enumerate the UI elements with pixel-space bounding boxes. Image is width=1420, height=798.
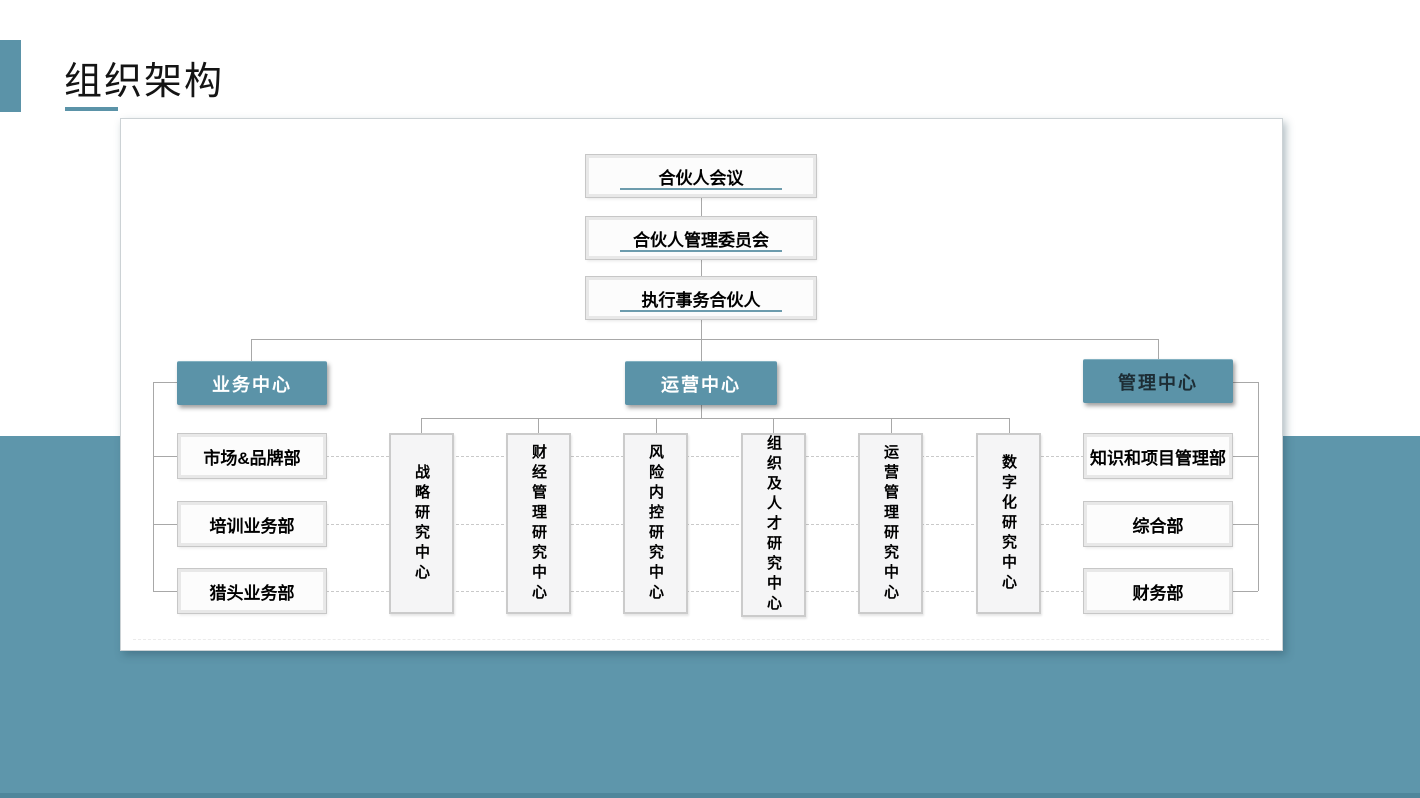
org-box-partners-committee: 合伙人管理委员会 xyxy=(586,217,816,259)
connector-line xyxy=(421,418,422,433)
org-box-label: 合伙人管理委员会 xyxy=(633,230,769,250)
dept-box-label: 知识和项目管理部 xyxy=(1090,448,1226,468)
connector-line xyxy=(1233,524,1258,525)
dept-box-knowledge-project: 知识和项目管理部 xyxy=(1084,434,1232,478)
connector-line xyxy=(153,382,154,591)
center-box-label: 业务中心 xyxy=(212,374,292,395)
dept-box-general-affairs: 综合部 xyxy=(1084,502,1232,546)
center-box-business: 业务中心 xyxy=(177,361,327,405)
dept-box-headhunting: 猎头业务部 xyxy=(178,569,326,613)
dept-box-label: 猎头业务部 xyxy=(209,583,295,603)
research-box-label: 运营管理研究中心 xyxy=(882,443,899,604)
connector-line xyxy=(1233,382,1258,383)
connector-line xyxy=(701,339,702,361)
label-underline xyxy=(620,250,782,252)
research-box-risk-control: 风险内控研究中心 xyxy=(623,433,688,614)
connector-line xyxy=(1233,456,1258,457)
research-box-label: 财经管理研究中心 xyxy=(530,443,547,604)
center-box-label: 管理中心 xyxy=(1118,372,1198,393)
connector-line xyxy=(1158,339,1159,361)
connector-line xyxy=(153,591,178,592)
label-underline xyxy=(620,310,782,312)
connector-line xyxy=(701,404,702,418)
connector-line xyxy=(153,524,178,525)
label-underline xyxy=(620,188,782,190)
org-box-label: 执行事务合伙人 xyxy=(641,290,761,310)
research-box-digital: 数字化研究中心 xyxy=(976,433,1041,614)
research-box-strategy: 战略研究中心 xyxy=(389,433,454,614)
dept-box-marketing-brand: 市场&品牌部 xyxy=(178,434,326,478)
dept-box-label: 培训业务部 xyxy=(209,516,295,536)
connector-line xyxy=(656,418,657,433)
org-box-partners-meeting: 合伙人会议 xyxy=(586,155,816,197)
connector-line xyxy=(538,418,539,433)
connector-line xyxy=(251,339,1158,340)
org-box-label: 合伙人会议 xyxy=(658,168,744,188)
research-box-label: 战略研究中心 xyxy=(413,463,430,584)
center-box-operations: 运营中心 xyxy=(625,361,777,405)
connector-line xyxy=(1233,591,1258,592)
connector-line xyxy=(701,197,702,217)
dashed-connector-line xyxy=(326,456,1084,457)
page-title: 组织架构 xyxy=(64,61,225,103)
research-box-finance: 财经管理研究中心 xyxy=(506,433,571,614)
connector-line xyxy=(1258,382,1259,591)
dept-box-label: 市场&品牌部 xyxy=(203,448,301,468)
title-underline xyxy=(65,107,118,111)
connector-line xyxy=(701,319,702,339)
dept-box-training: 培训业务部 xyxy=(178,502,326,546)
dept-box-label: 财务部 xyxy=(1132,583,1184,603)
research-box-label: 组织及人才研究中心 xyxy=(765,435,782,615)
research-box-label: 数字化研究中心 xyxy=(1000,453,1017,594)
dept-box-finance-dept: 财务部 xyxy=(1084,569,1232,613)
title-accent-bar xyxy=(0,40,21,112)
connector-line xyxy=(153,382,177,383)
center-box-management: 管理中心 xyxy=(1083,359,1233,403)
connector-line xyxy=(701,259,702,277)
org-chart-panel: 合伙人会议 合伙人管理委员会 执行事务合伙人 业务中心 运营中心 管理中心 市场… xyxy=(120,118,1283,651)
connector-line xyxy=(153,456,178,457)
research-box-label: 风险内控研究中心 xyxy=(647,443,664,604)
connector-line xyxy=(421,418,1009,419)
connector-line xyxy=(251,339,252,361)
dashed-connector-line xyxy=(326,524,1084,525)
research-box-org-talent: 组织及人才研究中心 xyxy=(741,433,806,617)
dashed-connector-line xyxy=(326,591,1084,592)
research-box-operations-mgmt: 运营管理研究中心 xyxy=(858,433,923,614)
placeholder-edge-line xyxy=(133,639,1269,640)
background-bottom-edge xyxy=(0,793,1420,798)
connector-line xyxy=(773,418,774,433)
connector-line xyxy=(891,418,892,433)
org-box-executive-partner: 执行事务合伙人 xyxy=(586,277,816,319)
dept-box-label: 综合部 xyxy=(1132,516,1184,536)
center-box-label: 运营中心 xyxy=(661,374,741,395)
connector-line xyxy=(1009,418,1010,433)
